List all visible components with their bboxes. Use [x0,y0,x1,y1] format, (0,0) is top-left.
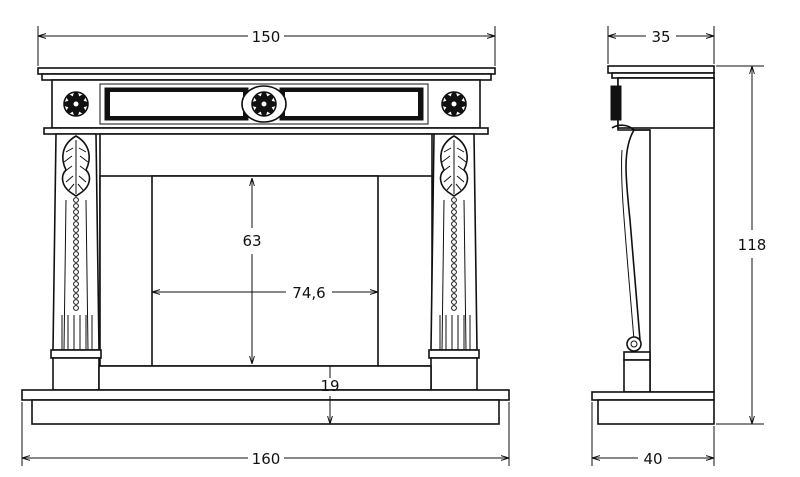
dim-label-150: 150 [252,28,281,46]
right-rosette-icon [441,91,467,117]
hearth-slab-base [31,399,500,425]
dim-opening-height: 63 [242,178,262,364]
dim-label-35: 35 [651,28,670,46]
dim-top-depth: 35 [607,26,715,64]
dim-opening-width: 74,6 [152,284,378,302]
right-column [428,133,480,391]
side-shelf [607,65,715,74]
firebox-opening [151,175,379,367]
mantel-shelf-lip [41,73,492,81]
side-view: 35 118 40 [591,26,767,468]
frieze-border [99,83,429,125]
dim-label-63: 63 [242,232,261,250]
hearth-step [98,365,432,391]
side-column-profile [625,129,641,341]
dim-label-19: 19 [320,377,339,395]
mantel-shelf-top [37,67,496,75]
center-rosette-icon [251,91,277,117]
hearth-slab-top [21,389,510,401]
side-hearth-top [591,391,715,401]
dim-label-118: 118 [738,236,767,254]
dim-hearth-height: 19 [320,366,340,424]
dim-label-160: 160 [252,450,281,468]
dim-label-74-6: 74,6 [292,284,325,302]
cornice [43,127,489,135]
dim-bottom-width: 160 [21,402,510,468]
side-hearth-base [597,399,715,425]
side-frieze [617,77,715,129]
dim-top-width: 150 [37,26,496,66]
front-view: 150 63 74,6 19 160 [21,26,510,468]
left-rosette-icon [63,91,89,117]
dim-total-height: 118 [716,65,767,425]
dim-base-depth: 40 [591,402,715,468]
left-column [50,133,102,391]
dim-label-40: 40 [643,450,662,468]
side-frieze-rosette-profile [610,85,622,121]
